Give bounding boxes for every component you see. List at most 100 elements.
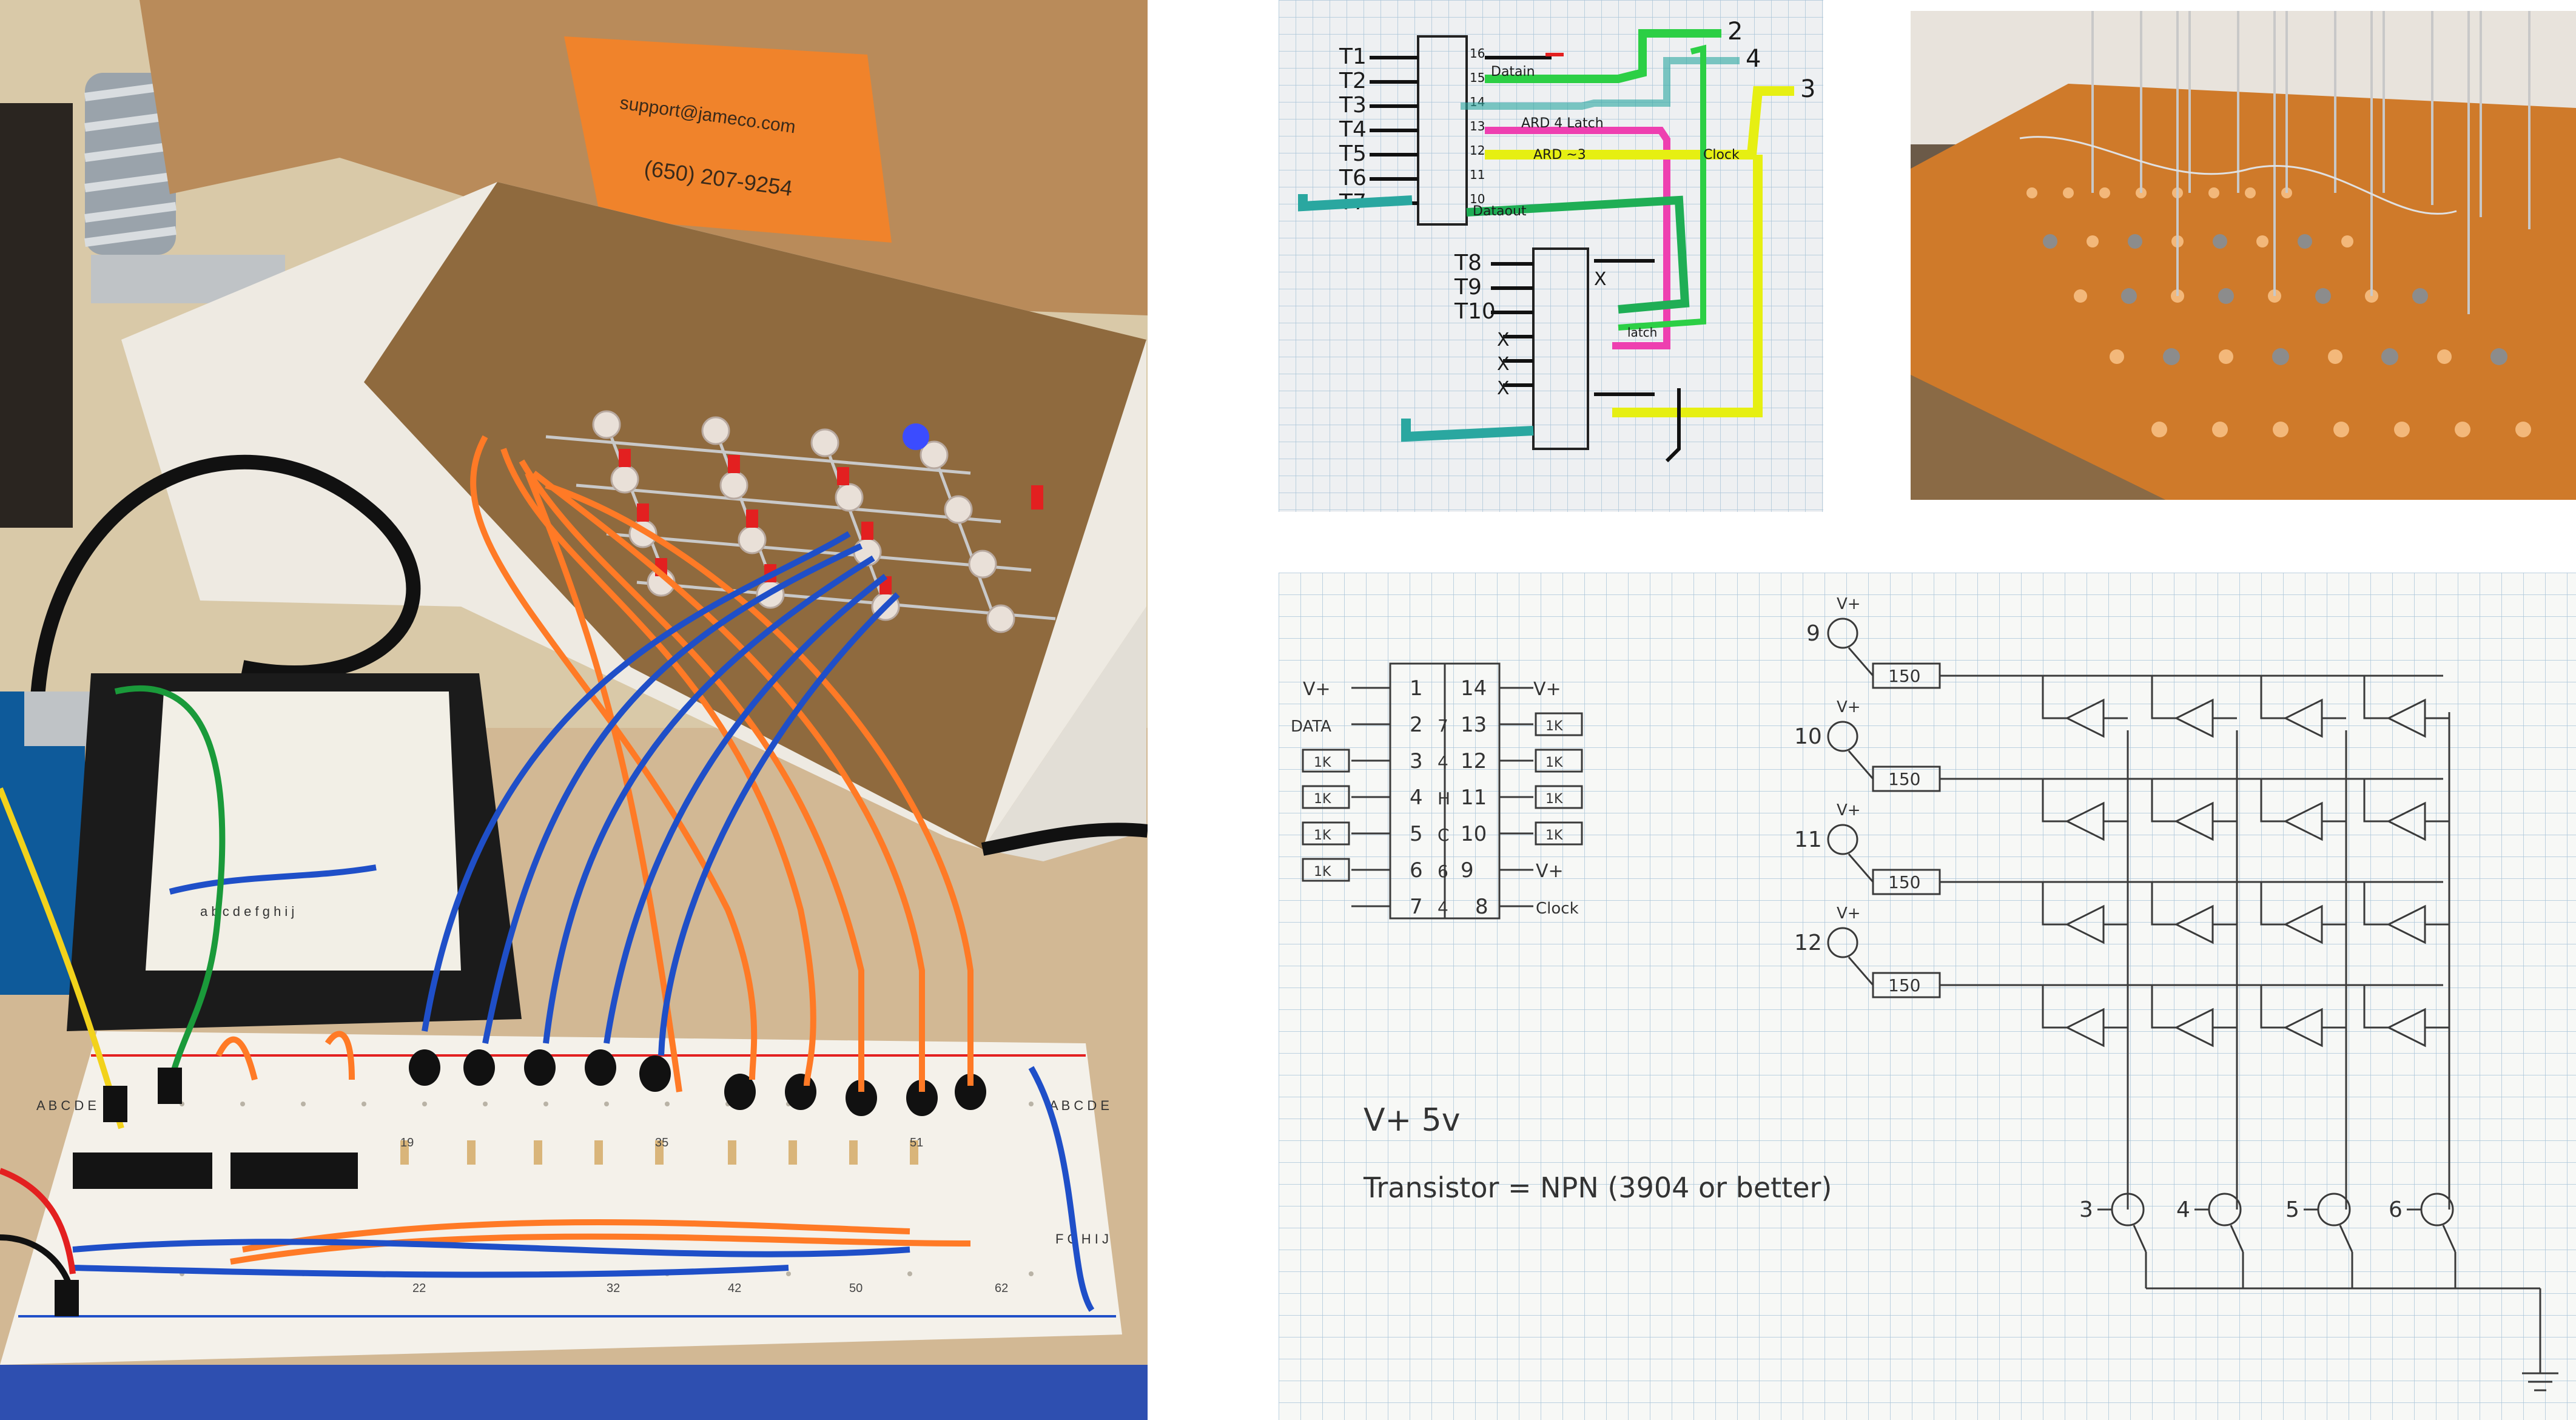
svg-text:12: 12 <box>1470 143 1485 158</box>
svg-text:5: 5 <box>1410 822 1423 846</box>
svg-text:3: 3 <box>1410 749 1423 773</box>
svg-text:50: 50 <box>849 1282 863 1295</box>
svg-text:12: 12 <box>1794 930 1822 955</box>
svg-text:10: 10 <box>1461 822 1487 846</box>
teal-wire-ground <box>1298 194 1413 212</box>
row-transistor-numbers: 9 10 11 12 <box>1794 621 1822 955</box>
svg-text:V+: V+ <box>1533 679 1561 700</box>
svg-text:150: 150 <box>1888 872 1920 892</box>
svg-text:11: 11 <box>1461 786 1487 810</box>
svg-text:16: 16 <box>1470 46 1485 61</box>
svg-text:6: 6 <box>1410 858 1423 883</box>
svg-text:150: 150 <box>1888 975 1920 995</box>
svg-text:12: 12 <box>1461 749 1487 773</box>
svg-text:V+: V+ <box>1837 698 1861 716</box>
chip1-pin-numbers: 16 15 14 13 12 11 10 <box>1470 46 1485 206</box>
chip-right-pins: 14 13 12 11 10 9 8 <box>1461 676 1488 919</box>
svg-text:Dataout: Dataout <box>1473 204 1527 219</box>
svg-text:3: 3 <box>1800 75 1815 103</box>
svg-text:4: 4 <box>1438 752 1448 772</box>
transistor-note: Transistor = NPN (3904 or better) <box>1363 1171 1832 1204</box>
svg-text:150: 150 <box>1888 769 1920 789</box>
transistor-row <box>409 1049 986 1116</box>
svg-text:H: H <box>1438 789 1450 809</box>
svg-text:1K: 1K <box>1545 792 1563 807</box>
svg-text:5: 5 <box>2285 1197 2299 1222</box>
svg-text:1K: 1K <box>1314 755 1331 770</box>
column-transistors <box>2097 1193 2558 1391</box>
svg-text:T6: T6 <box>1339 166 1367 190</box>
svg-text:C: C <box>1438 825 1450 845</box>
svg-text:T2: T2 <box>1339 69 1367 93</box>
svg-text:T4: T4 <box>1339 117 1367 142</box>
svg-text:2: 2 <box>1727 18 1743 45</box>
svg-text:8: 8 <box>1475 895 1488 919</box>
main-breadboard <box>0 1031 1122 1365</box>
svg-text:T10: T10 <box>1454 299 1496 324</box>
chip1-left-labels: T1 T2 T3 T4 T5 T6 T7 <box>1339 44 1367 215</box>
schematic-left-labels: V+ DATA 1K 1K 1K 1K <box>1291 679 1331 880</box>
row-letters-left: A B C D E <box>36 1098 96 1113</box>
copper-perfboard <box>1911 84 2576 500</box>
green-wire-dataout <box>1466 195 1690 314</box>
right-numbers: 2 4 3 <box>1727 18 1815 103</box>
yellow-wire-clock <box>1485 86 1794 417</box>
svg-text:1K: 1K <box>1314 864 1331 880</box>
schematic-drawing: 1 2 3 4 5 6 7 14 13 12 11 10 9 8 7 4 H C… <box>1279 573 2576 1420</box>
svg-text:X: X <box>1594 269 1607 290</box>
svg-text:4: 4 <box>1438 898 1448 918</box>
svg-text:X: X <box>1497 329 1510 351</box>
svg-text:4: 4 <box>1746 45 1761 73</box>
mini-breadboard-letters: a b c d e f g h i j <box>200 904 294 919</box>
svg-text:13: 13 <box>1470 119 1485 133</box>
perfboard-photo <box>1911 11 2576 500</box>
svg-text:V+: V+ <box>1837 595 1861 613</box>
svg-text:9: 9 <box>1806 621 1820 646</box>
svg-text:19: 19 <box>400 1136 414 1149</box>
breadboard-photo: support@jameco.com (650) 207-9254 a b c … <box>0 0 1148 1420</box>
svg-text:V+: V+ <box>1837 801 1861 819</box>
chip2-left-labels: T8 T9 T10 <box>1454 251 1496 324</box>
svg-text:7: 7 <box>1438 716 1448 736</box>
jumper-wire-yellow <box>0 787 124 1129</box>
shift-register-chip-2 <box>230 1152 358 1189</box>
svg-text:ARD ~3: ARD ~3 <box>1533 147 1586 163</box>
led-matrix <box>545 410 1056 633</box>
svg-text:V+: V+ <box>1303 679 1331 700</box>
svg-text:T1: T1 <box>1339 44 1367 69</box>
svg-text:1: 1 <box>1410 676 1423 701</box>
svg-text:T8: T8 <box>1454 251 1482 275</box>
row-resistor-values: 150 150 150 150 <box>1888 666 1920 995</box>
svg-text:V+: V+ <box>1837 904 1861 923</box>
svg-text:32: 32 <box>607 1282 620 1295</box>
svg-text:4: 4 <box>2176 1197 2190 1222</box>
mini-breadboard <box>146 691 461 971</box>
svg-text:T3: T3 <box>1339 93 1367 118</box>
svg-text:11: 11 <box>1470 167 1485 182</box>
svg-text:T5: T5 <box>1339 141 1367 166</box>
jumper-wire-red <box>0 1168 76 1274</box>
breadboard-column-numbers: 19 35 51 22 32 42 50 62 <box>400 1136 1008 1295</box>
svg-text:6: 6 <box>2389 1197 2403 1222</box>
svg-text:2: 2 <box>1410 713 1423 737</box>
svg-text:1K: 1K <box>1545 719 1563 734</box>
svg-text:15: 15 <box>1470 70 1485 85</box>
wiring-sketch-photo: T1 T2 T3 T4 T5 T6 T7 16 15 14 13 12 11 1… <box>1279 0 1823 512</box>
svg-text:ARD 4 Latch: ARD 4 Latch <box>1521 116 1604 131</box>
teal-wire-ground-2 <box>1401 419 1534 442</box>
svg-text:X: X <box>1497 378 1510 399</box>
chip1-annotations: Datain ARD 4 Latch ARD ~3 Clock Dataout <box>1473 64 1740 219</box>
row-letters-right: A B C D E <box>1049 1098 1109 1113</box>
svg-text:10: 10 <box>1794 724 1822 749</box>
svg-text:35: 35 <box>655 1136 668 1149</box>
svg-text:Clock: Clock <box>1703 147 1740 163</box>
chip-center-text: 7 4 H C 6 4 <box>1438 716 1450 918</box>
schematic-right-labels: V+ 1K 1K 1K 1K V+ Clock <box>1533 679 1579 918</box>
supply-note: V+ 5v <box>1364 1102 1461 1139</box>
svg-text:1K: 1K <box>1545 828 1563 843</box>
jumper-wires-blue <box>72 531 1095 1312</box>
svg-text:T9: T9 <box>1454 275 1482 300</box>
svg-text:7: 7 <box>1410 895 1423 919</box>
chip2-annotation: latch <box>1627 325 1657 340</box>
svg-text:1K: 1K <box>1314 792 1331 807</box>
